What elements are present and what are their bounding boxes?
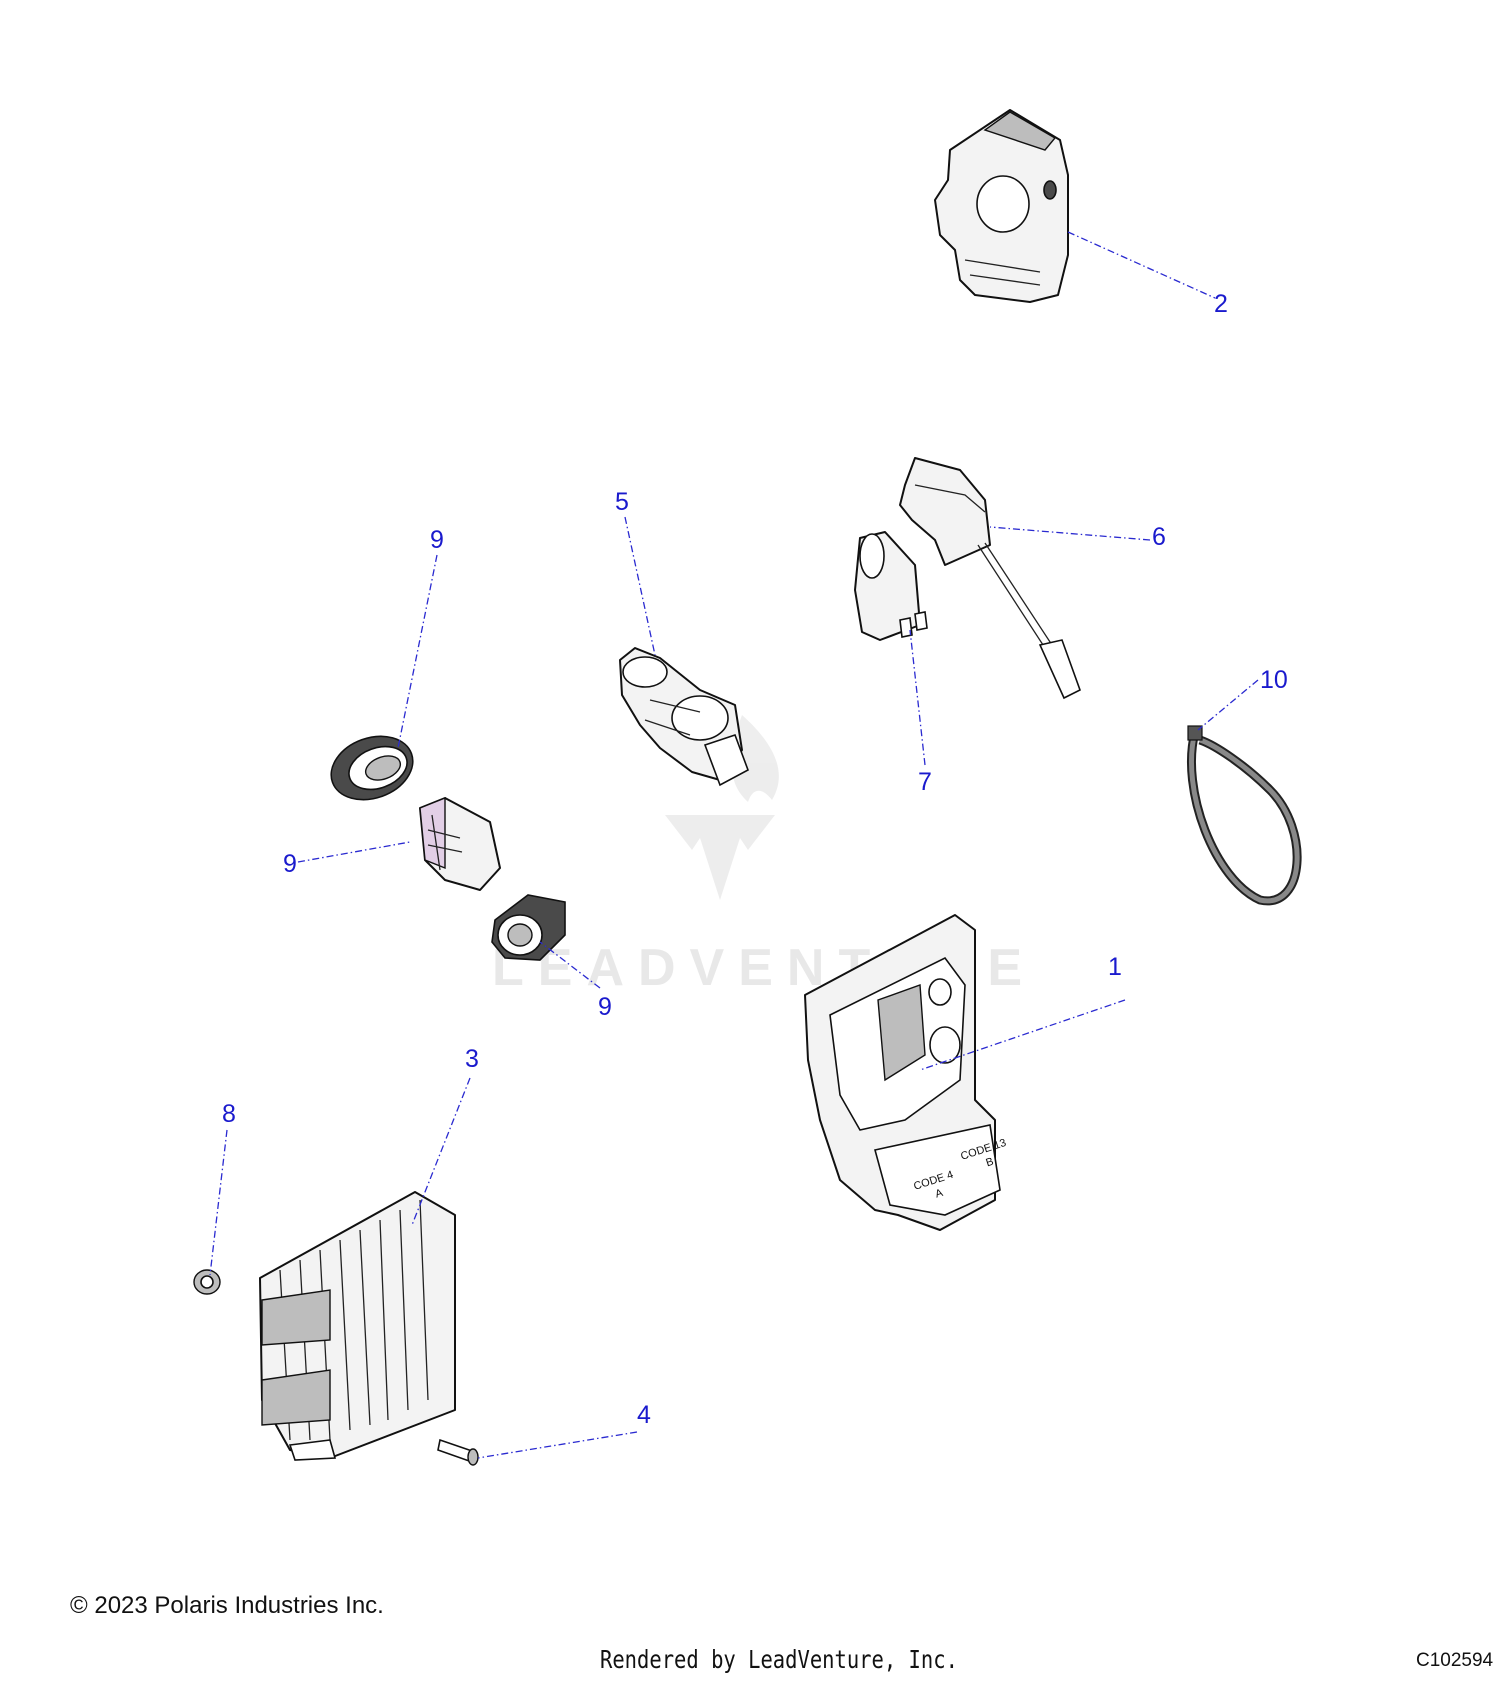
part-9-nut	[330, 735, 414, 801]
callout-4: 4	[637, 1401, 651, 1429]
part-4-screw	[437, 1438, 479, 1466]
callout-3: 3	[465, 1045, 479, 1073]
callout-10: 10	[1260, 666, 1288, 694]
callout-8: 8	[222, 1100, 236, 1128]
part-8-nut	[193, 1269, 221, 1295]
part-5-ignition-switch	[619, 647, 749, 787]
part-9-cap	[491, 894, 566, 961]
rendered-by-text: Rendered by LeadVenture, Inc.	[600, 1645, 958, 1674]
part-2-switch-housing	[934, 109, 1069, 303]
callout-7: 7	[918, 768, 932, 796]
ecu-port-a-text: A	[934, 1187, 945, 1201]
callout-1: 1	[1108, 953, 1122, 981]
part-6-connector	[899, 457, 1081, 700]
callout-9-socket: 9	[283, 850, 297, 878]
callout-2: 2	[1214, 290, 1228, 318]
copyright-text: © 2023 Polaris Industries Inc.	[70, 1592, 384, 1619]
callout-6: 6	[1152, 523, 1166, 551]
diagram-code: C102594	[1416, 1650, 1494, 1671]
callout-5: 5	[615, 488, 629, 516]
callout-9-nut: 9	[430, 526, 444, 554]
leader-lines	[209, 231, 1259, 1459]
watermark-flame-icon	[731, 715, 779, 802]
watermark-v-icon	[665, 815, 775, 900]
part-7-relay	[854, 531, 928, 641]
ecu-port-b-text: B	[984, 1156, 995, 1170]
part-3-regulator	[259, 1191, 456, 1461]
part-1-ecu: CODE 4 A CODE 13 B	[804, 914, 1008, 1231]
part-10-cable-tie	[1187, 725, 1302, 906]
callout-labels: 1 2 3 4 5 6 7 8 9 9 9 10	[222, 290, 1288, 1429]
callout-9-cap: 9	[598, 993, 612, 1021]
part-9-socket-body	[419, 796, 501, 891]
